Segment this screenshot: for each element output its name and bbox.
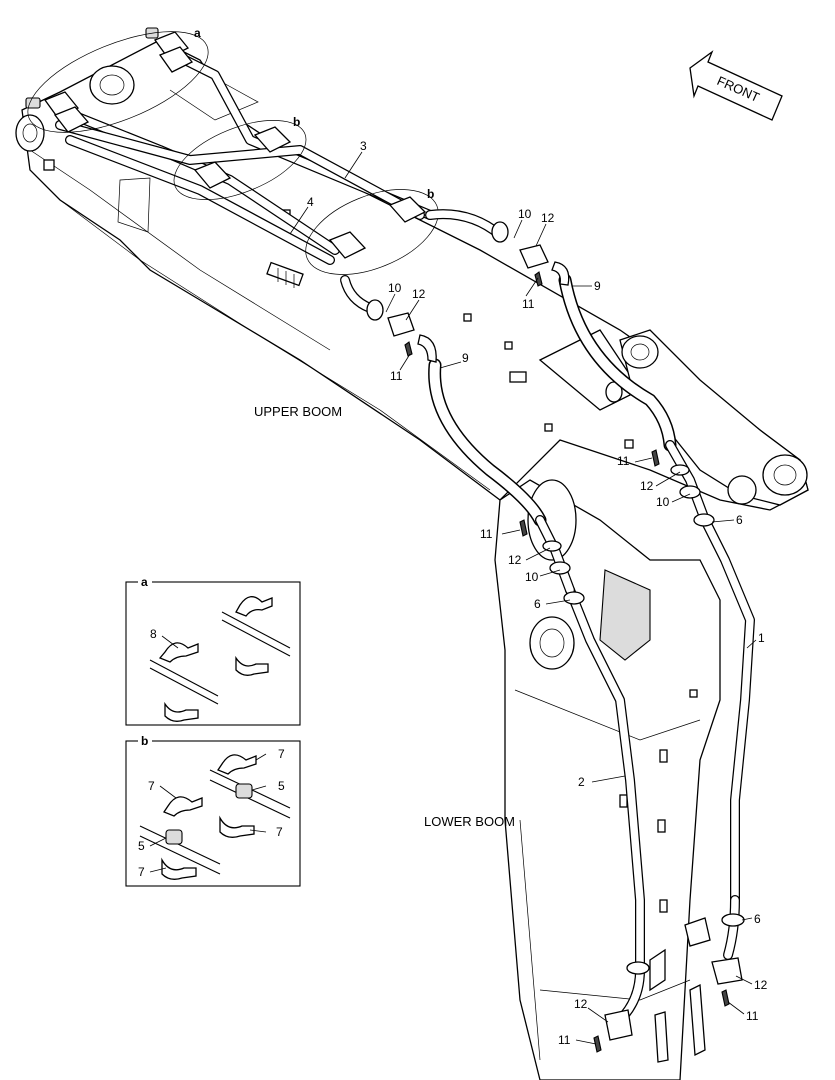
part-4-label: 4 <box>307 195 314 209</box>
inset-b-part-7-a: 7 <box>278 747 285 761</box>
steel-pipes-upper <box>55 50 435 265</box>
detail-group-markers: a b b <box>27 26 439 275</box>
upper-boom-label: UPPER BOOM <box>254 404 342 419</box>
inset-b-part-5-a: 5 <box>278 779 285 793</box>
part-3-label: 3 <box>360 139 367 153</box>
part-6-label-a: 6 <box>736 513 743 527</box>
group-a-label: a <box>194 26 201 40</box>
inset-b-part-7-d: 7 <box>138 865 145 879</box>
part-10-label-b: 10 <box>388 281 402 295</box>
part-12-label-f: 12 <box>574 997 588 1011</box>
part-10-label-c: 10 <box>656 495 670 509</box>
lower-boom <box>494 479 721 1080</box>
detail-inset-b: b 7 5 7 7 5 7 <box>125 734 301 887</box>
part-11-label-e: 11 <box>746 1009 759 1023</box>
part-1-label: 1 <box>758 631 765 645</box>
part-9-label-b: 9 <box>462 351 469 365</box>
inset-b-part-7-b: 7 <box>276 825 283 839</box>
pipe-clamps-upper <box>25 27 427 259</box>
inset-a-title: a <box>141 575 148 589</box>
part-12-label-a: 12 <box>541 211 555 225</box>
part-12-label-d: 12 <box>508 553 522 567</box>
part-12-label-e: 12 <box>754 978 768 992</box>
hoses <box>340 209 677 527</box>
part-11-label-d: 11 <box>480 527 493 541</box>
part-6-label-c: 6 <box>754 912 761 926</box>
part-11-label-f: 11 <box>558 1033 571 1047</box>
pipe-fittings-lower <box>519 449 745 1053</box>
group-b-label-middle: b <box>427 187 434 201</box>
part-9-label-a: 9 <box>594 279 601 293</box>
lower-boom-label: LOWER BOOM <box>424 814 515 829</box>
leader-lines <box>289 151 757 1045</box>
part-11-label-c: 11 <box>617 454 630 468</box>
part-10-label-d: 10 <box>525 570 539 584</box>
part-6-label-b: 6 <box>534 597 541 611</box>
part-11-label-a: 11 <box>522 297 535 311</box>
part-12-label-c: 12 <box>640 479 654 493</box>
detail-inset-a: a 8 <box>125 575 301 726</box>
part-2-label: 2 <box>578 775 585 789</box>
part-10-label-a: 10 <box>518 207 532 221</box>
group-b-label-upper: b <box>293 115 300 129</box>
inset-b-part-5-b: 5 <box>138 839 145 853</box>
part-12-label-b: 12 <box>412 287 426 301</box>
inset-b-part-7-c: 7 <box>148 779 155 793</box>
inset-b-title: b <box>141 734 148 748</box>
part-callouts: 3 4 10 12 9 11 10 12 9 11 11 12 10 6 11 … <box>307 139 768 1047</box>
inset-a-part-8: 8 <box>150 627 157 641</box>
front-direction-arrow: FRONT <box>689 50 783 121</box>
steel-pipes-lower <box>535 440 755 1025</box>
upper-boom <box>15 39 809 511</box>
part-11-label-b: 11 <box>390 369 403 383</box>
